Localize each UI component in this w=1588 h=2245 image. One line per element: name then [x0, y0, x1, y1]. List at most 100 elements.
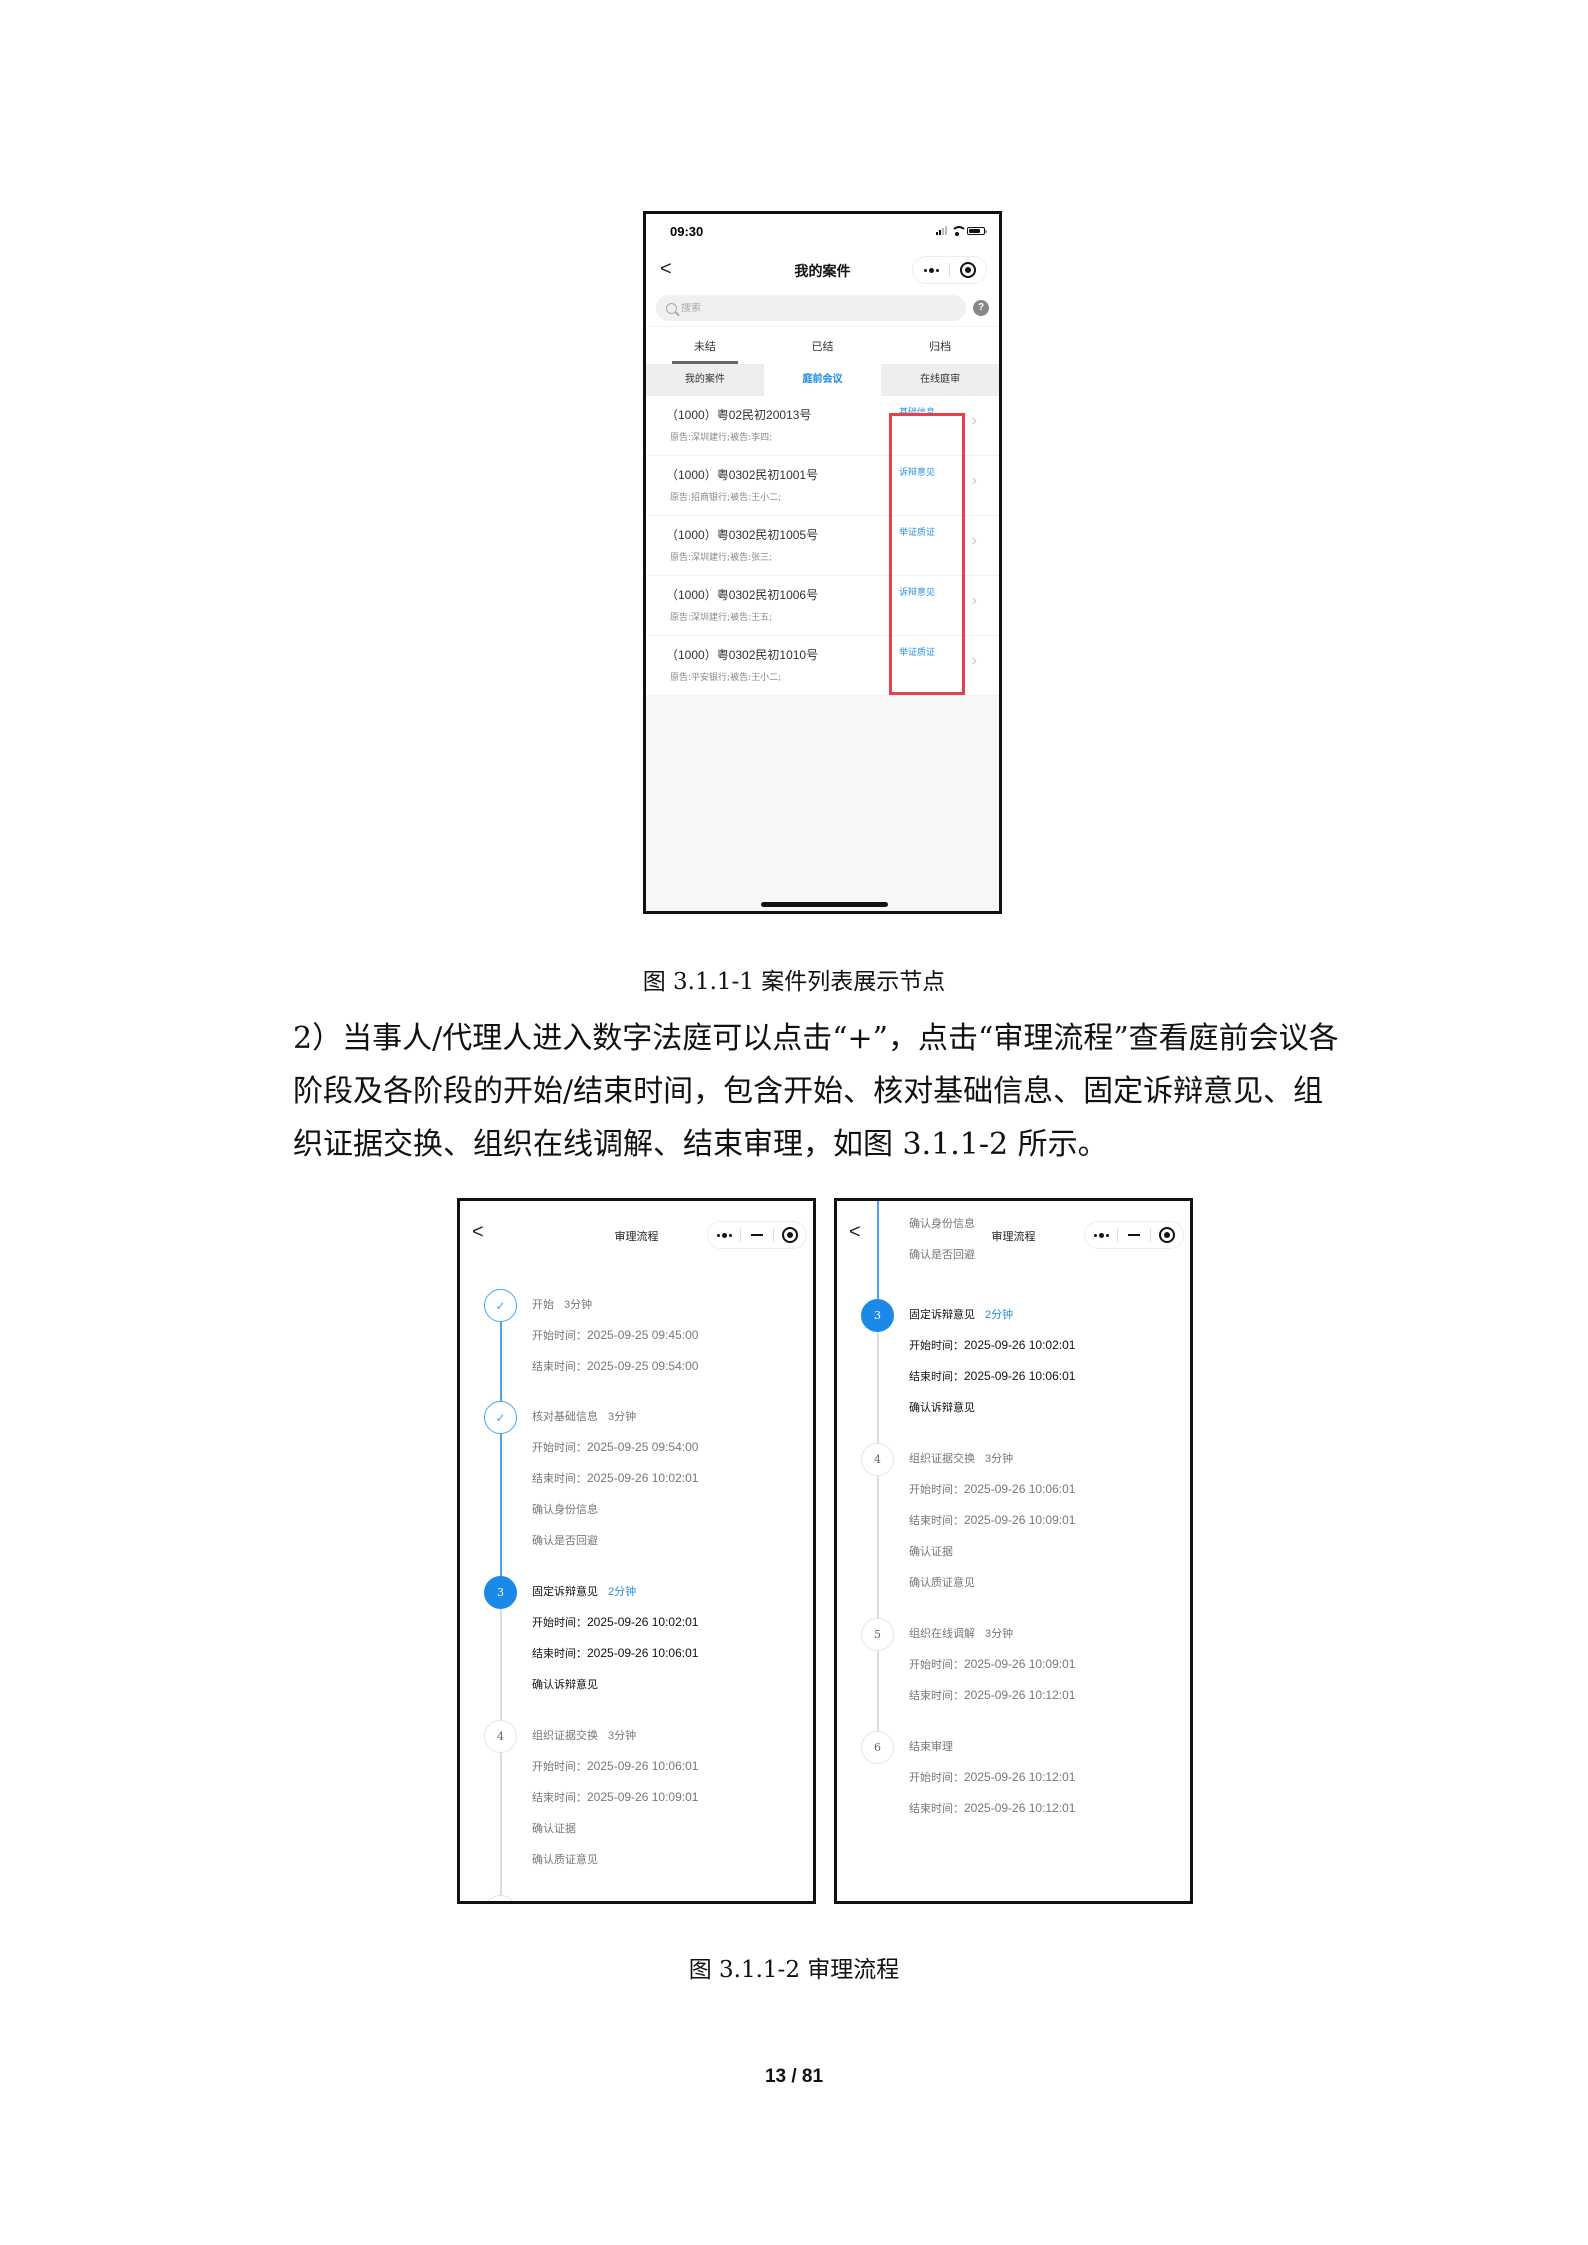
case-number: （1000）粤0302民初1010号: [666, 648, 819, 662]
case-number: （1000）粤02民初20013号: [666, 408, 812, 422]
minimize-icon: [1128, 1234, 1140, 1236]
page-title: 审理流程: [991, 1230, 1036, 1243]
case-number: （1000）粤0302民初1001号: [666, 468, 819, 482]
end-time: 2025-09-26 10:12:01: [964, 1688, 1076, 1702]
chevron-right-icon: ›: [971, 532, 977, 549]
step-duration: 2分钟: [608, 1586, 637, 1598]
end-time: 2025-09-26 10:06:01: [587, 1646, 699, 1660]
step-subitem: 确认质证意见: [532, 1853, 598, 1866]
step-subitem: 确认诉辩意见: [532, 1678, 598, 1691]
start-time: 2025-09-25 09:54:00: [587, 1440, 699, 1454]
start-label: 开始时间：: [532, 1616, 587, 1629]
close-mini-program-button[interactable]: [774, 1222, 806, 1248]
search-row: ?: [646, 290, 999, 326]
end-label: 结束时间：: [909, 1370, 964, 1383]
start-time: 2025-09-26 10:02:01: [964, 1338, 1076, 1352]
start-label: 开始时间：: [909, 1658, 964, 1671]
capsule-divider: [949, 263, 950, 277]
minimize-button[interactable]: [1118, 1222, 1150, 1248]
more-button[interactable]: [913, 257, 949, 283]
close-mini-program-button[interactable]: [950, 257, 986, 283]
tab-my-cases[interactable]: 我的案件: [684, 374, 725, 385]
step-name: 组织证据交换: [909, 1452, 975, 1465]
step-subitem: 确认是否回避: [532, 1534, 598, 1547]
back-icon[interactable]: <: [849, 1221, 861, 1243]
check-icon: ✓: [484, 1401, 517, 1434]
case-row[interactable]: （1000）粤0302民初1005号 原告:深圳建行;被告:张三; 举证质证 ›: [646, 516, 999, 576]
status-bar: 09:30: [646, 214, 999, 250]
case-stage-link[interactable]: 诉辩意见: [899, 468, 936, 478]
timeline-connector: [500, 1720, 502, 1895]
back-icon[interactable]: <: [660, 258, 672, 280]
timeline-connector: [500, 1322, 502, 1401]
minimize-button[interactable]: [741, 1222, 773, 1248]
start-label: 开始时间：: [532, 1441, 587, 1454]
case-stage-link[interactable]: 举证质证: [899, 528, 936, 538]
back-icon[interactable]: <: [472, 1221, 484, 1243]
help-icon[interactable]: ?: [973, 300, 989, 316]
case-row[interactable]: （1000）粤0302民初1001号 原告:招商银行;被告:王小二; 诉辩意见 …: [646, 456, 999, 516]
tab-online-trial[interactable]: 在线庭审: [920, 374, 961, 385]
step-duration: 3分钟: [564, 1299, 593, 1311]
start-label: 开始时间：: [532, 1329, 587, 1342]
nav-bar: < 我的案件: [646, 250, 999, 290]
more-button[interactable]: [708, 1222, 740, 1248]
capsule-divider: [1150, 1228, 1151, 1242]
tab-unclosed[interactable]: 未结: [646, 327, 764, 364]
check-icon: ✓: [484, 1289, 517, 1322]
start-label: 开始时间：: [909, 1483, 964, 1496]
timeline-connector: [877, 1299, 879, 1443]
step-number-badge: 5: [484, 1895, 517, 1901]
case-stage-link[interactable]: 基础信息: [899, 408, 936, 418]
tab-archived[interactable]: 归档: [929, 340, 952, 353]
timeline-step: 6 结束审理 开始时间：2025-09-26 10:12:01 结束时间：202…: [837, 1731, 1190, 1831]
step-number-badge: 6: [861, 1731, 894, 1764]
step-subitem: 确认证据: [532, 1822, 576, 1835]
mini-program-capsule: [707, 1221, 807, 1249]
search-box[interactable]: [656, 295, 966, 321]
case-row[interactable]: （1000）粤0302民初1006号 原告:深圳建行;被告:王五; 诉辩意见 ›: [646, 576, 999, 636]
end-time: 2025-09-25 09:54:00: [587, 1359, 699, 1373]
tab-closed[interactable]: 已结: [811, 340, 834, 353]
end-label: 结束时间：: [532, 1472, 587, 1485]
case-parties: 原告:深圳建行;被告:张三;: [670, 553, 773, 563]
chevron-right-icon: ›: [971, 592, 977, 609]
step-duration: 3分钟: [608, 1730, 637, 1742]
more-icon: [923, 267, 939, 273]
tab-pretrial-meeting[interactable]: 庭前会议: [763, 364, 882, 396]
step-duration: 3分钟: [985, 1453, 1014, 1465]
end-time: 2025-09-26 10:12:01: [964, 1801, 1076, 1815]
body-paragraph: 2）当事人/代理人进入数字法庭可以点击“+”，点击“审理流程”查看庭前会议各阶段…: [293, 1021, 1339, 1162]
step-number-badge: 4: [484, 1720, 517, 1753]
figure-caption-1: 图 3.1.1-1 案件列表展示节点: [642, 969, 946, 995]
step-subitem: 确认身份信息: [532, 1503, 598, 1516]
chevron-right-icon: ›: [971, 412, 977, 429]
case-parties: 原告:深圳建行;被告:王五;: [670, 613, 773, 623]
start-label: 开始时间：: [532, 1760, 587, 1773]
end-label: 结束时间：: [909, 1689, 964, 1702]
target-icon: [1159, 1227, 1175, 1243]
step-subitem: 确认诉辩意见: [909, 1401, 975, 1414]
page-title: 我的案件: [794, 264, 851, 280]
search-input[interactable]: [681, 302, 881, 314]
step-subitem: 确认身份信息: [909, 1217, 975, 1230]
case-stage-link[interactable]: 诉辩意见: [899, 588, 936, 598]
start-time: 2025-09-26 10:06:01: [964, 1482, 1076, 1496]
step-name: 固定诉辩意见: [532, 1585, 598, 1598]
case-row[interactable]: （1000）粤02民初20013号 原告:深圳建行;被告:李四; 基础信息 ›: [646, 396, 999, 456]
step-name: 开始: [532, 1298, 554, 1311]
case-parties: 原告:平安银行;被告:王小二;: [670, 673, 782, 683]
step-name: 组织在线调解: [909, 1627, 975, 1640]
start-label: 开始时间：: [909, 1339, 964, 1352]
start-time: 2025-09-26 10:06:01: [587, 1759, 699, 1773]
end-time: 2025-09-26 10:09:01: [587, 1790, 699, 1804]
case-row[interactable]: （1000）粤0302民初1010号 原告:平安银行;被告:王小二; 举证质证 …: [646, 636, 999, 696]
more-button[interactable]: [1085, 1222, 1117, 1248]
close-mini-program-button[interactable]: [1151, 1222, 1183, 1248]
case-stage-link[interactable]: 举证质证: [899, 648, 936, 658]
